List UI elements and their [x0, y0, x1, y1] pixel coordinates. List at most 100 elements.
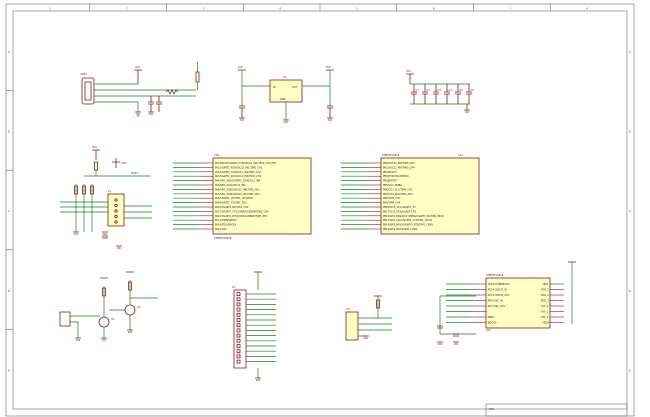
- zone-label-top: 7: [510, 7, 512, 11]
- regulator-caps: [239, 105, 333, 118]
- sheet-border: [5, 3, 635, 417]
- usb-vcc-label: VCC: [135, 66, 140, 69]
- regulator-pin-gnd: GND: [280, 98, 286, 101]
- zone-label-left: B: [8, 130, 10, 134]
- mcu-u1b-part: STM32F103C8: [214, 237, 232, 240]
- reset-wires: [84, 170, 150, 177]
- header-pin: [236, 292, 241, 296]
- pin-name: VDD_1: [541, 289, 550, 292]
- mcu-u1c-wires: [439, 262, 573, 335]
- pin-name: PC13-TAMPER-RTC: [488, 283, 510, 286]
- pin-name: PA0-WKUP/USART2_CTS/ADC12_IN0/TIM2_CH1_E…: [215, 162, 276, 165]
- header-pin: [114, 220, 118, 224]
- connector-u3: [345, 311, 359, 341]
- pin-name: PB11/I2C2_SDA/USART3_RX: [383, 210, 417, 213]
- mcu-u1b-pins: PA0-WKUP/USART2_CTS/ADC12_IN0/TIM2_CH1_E…: [173, 162, 276, 231]
- header-pin: [236, 349, 241, 354]
- header-pin: [236, 344, 241, 348]
- connector-u3-ground: [363, 335, 369, 339]
- usb-ground-symbol: [135, 111, 154, 117]
- swd-decoupling-cap: [102, 235, 108, 239]
- header-pin: [114, 209, 118, 213]
- capacitor-ref: C3: [438, 88, 442, 92]
- mcu-u1c-pins: PC13-TAMPER-RTCPC14-OSC32_INPC15-OSC32_O…: [446, 283, 564, 325]
- capacitor-ref: C2: [427, 88, 431, 92]
- pin-name: PB13/SPI2_SCK/USART3_CTS/TIM1_CH1N: [383, 219, 432, 222]
- header-pin: [114, 203, 118, 208]
- regulator-vin-label: VCC: [238, 66, 243, 69]
- zone-label-top: 2: [126, 7, 128, 11]
- mcu-u1a: [380, 157, 480, 235]
- swd-pullup-wires: [75, 184, 93, 232]
- driver-connector: [59, 311, 71, 327]
- header-pin: [236, 312, 241, 317]
- pin-name: BOOT0: [488, 322, 497, 325]
- usb-connector: USB1: [80, 72, 95, 105]
- pin-name: PA15/JTDI: [215, 228, 227, 231]
- zone-label-right: C: [629, 209, 631, 213]
- usb-wires: [94, 83, 196, 112]
- zone-label-left: D: [8, 289, 11, 293]
- pin-name: PA6/SPI1_MISO/ADC12_IN6/TIM3_CH1: [215, 188, 260, 191]
- pin-name: PA10/USART1_RX/TIM1_CH3: [215, 206, 249, 209]
- reset-switch-ref: SW1: [121, 161, 127, 165]
- header-pin: [236, 323, 241, 328]
- swd-header-ref: P1: [108, 189, 112, 193]
- connector-u3-pullup: [374, 295, 382, 309]
- pin-header-ground: [255, 377, 261, 381]
- pin-name: PA9/USART1_TX/TIM1_CH2: [215, 202, 247, 205]
- header-pin: [236, 328, 241, 333]
- pin-name: PA2/USART2_TX/ADC12_IN2/TIM2_CH3: [215, 171, 261, 174]
- cap-bank-power-port: [406, 73, 414, 84]
- pin-name: PB10/I2C2_SCL/USART3_TX: [383, 206, 416, 209]
- usb-series-resistor: [165, 89, 179, 95]
- header-pin: [236, 338, 241, 343]
- capacitor-ref: C1: [416, 88, 420, 92]
- usb-caps: [148, 96, 162, 112]
- header-pin: [236, 318, 241, 322]
- cap-bank-ground: [464, 104, 470, 113]
- header-pin: [114, 214, 118, 219]
- driver-resistors: [102, 281, 132, 297]
- driver-input-wires: [70, 315, 100, 338]
- pin-name: VSS_2: [541, 311, 549, 314]
- swd-ground-symbols: [73, 231, 108, 235]
- zone-label-left: A: [8, 50, 11, 54]
- pin-name: PB3/JTDO/TRACESWO: [383, 175, 409, 178]
- driver-transistor-q2: [124, 304, 136, 316]
- mcu-u1a-part: STM32F103C8: [382, 154, 400, 157]
- capacitor-ref: C4: [449, 88, 453, 92]
- title-block: [485, 403, 628, 417]
- swd-pullup-resistors: [74, 185, 94, 195]
- pin-name: PD0-OSC_IN: [488, 300, 503, 303]
- mcu-u1b: [212, 157, 312, 235]
- pin-name: PA4/SPI1_NSS/USART2_CK/ADC12_IN4: [215, 180, 261, 183]
- header-pin: [236, 359, 241, 364]
- pin-header-p2-ref: P2: [232, 285, 236, 289]
- pin-name: PB7/I2C1_SDA/TIM4_CH2: [383, 193, 413, 196]
- zone-label-right: A: [629, 50, 632, 54]
- pin-name: VSS_3: [541, 316, 549, 319]
- driver-power-ports: [100, 271, 134, 279]
- usb-vcc-port: [134, 69, 142, 84]
- zone-label-left: C: [8, 209, 10, 213]
- pin-name: PB8/TIM4_CH3: [383, 197, 401, 200]
- zone-label-right: D: [629, 289, 632, 293]
- mcu-u1c-ground-symbols: [437, 341, 459, 345]
- reset-power-label: 3V3: [92, 146, 97, 149]
- decoupling-capacitor: [433, 84, 439, 104]
- regulator-pin-out: OUT: [292, 86, 298, 89]
- decoupling-capacitor: [411, 84, 417, 104]
- mcu-u1a-pins: PB0/ADC12_IN8/TIM3_CH3PB1/ADC12_IN9/TIM3…: [341, 162, 444, 231]
- connector-u3-wires: [358, 317, 392, 337]
- zone-label-top: 5: [356, 7, 358, 11]
- pin-name: PC15-OSC32_OUT: [488, 294, 510, 297]
- decoupling-capacitor: [422, 84, 428, 104]
- zone-label-top: 1: [49, 7, 51, 11]
- header-pin: [114, 198, 118, 202]
- zone-label-right: B: [629, 130, 631, 134]
- pin-name: PB5/I2C1_SMBA: [383, 184, 402, 187]
